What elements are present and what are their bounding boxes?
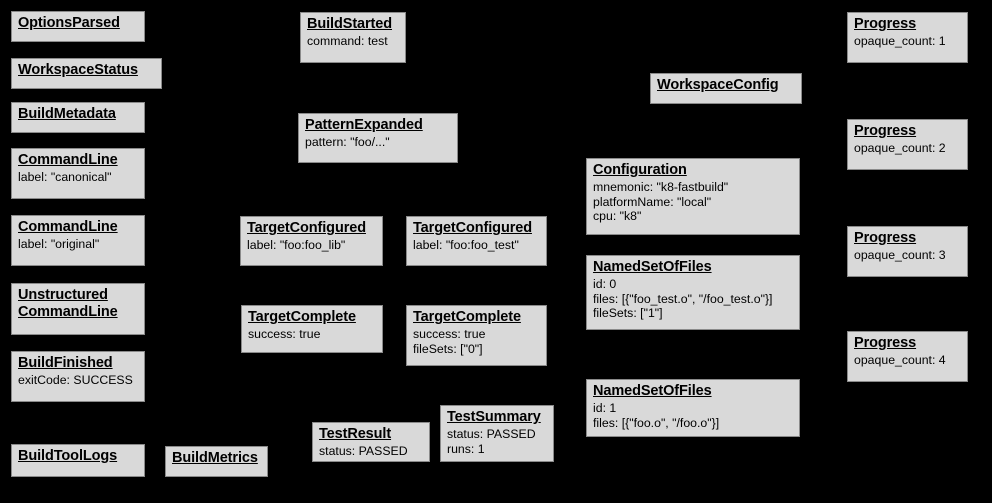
event-node-field: cpu: "k8" bbox=[593, 209, 642, 224]
event-node-field: label: "foo:foo_test" bbox=[413, 238, 519, 253]
event-node-field: opaque_count: 3 bbox=[854, 248, 946, 263]
event-node-fields: opaque_count: 1 bbox=[854, 34, 961, 49]
event-node-title: NamedSetOfFiles bbox=[593, 383, 712, 399]
event-node-title: TargetConfigured bbox=[413, 220, 532, 236]
event-node-title: BuildStarted bbox=[307, 16, 393, 32]
event-node-field: platformName: "local" bbox=[593, 194, 712, 209]
event-node-field: status: PASSED bbox=[447, 427, 536, 442]
event-node-build-metadata[interactable]: BuildMetadata bbox=[11, 102, 145, 133]
event-node-fields: exitCode: SUCCESS bbox=[18, 373, 138, 388]
event-node-field: id: 1 bbox=[593, 401, 617, 416]
event-node-title: WorkspaceStatus bbox=[18, 62, 138, 78]
event-node-title: CommandLine bbox=[18, 219, 118, 235]
event-node-progress-1[interactable]: Progress opaque_count: 1 bbox=[847, 12, 968, 63]
event-node-field: label: "original" bbox=[18, 237, 100, 252]
event-node-title: BuildMetrics bbox=[172, 450, 258, 466]
event-node-title: BuildMetadata bbox=[18, 106, 116, 122]
event-node-target-configured-foo-test[interactable]: TargetConfigured label: "foo:foo_test" bbox=[406, 216, 547, 266]
event-node-field: files: [{"foo.o", "/foo.o"}] bbox=[593, 415, 720, 430]
event-node-fields: success: true bbox=[248, 327, 376, 342]
event-node-field: exitCode: SUCCESS bbox=[18, 373, 133, 388]
event-node-title: TargetComplete bbox=[413, 309, 521, 325]
event-node-title: TestResult bbox=[319, 426, 392, 442]
event-node-progress-3[interactable]: Progress opaque_count: 3 bbox=[847, 226, 968, 277]
event-node-field: label: "canonical" bbox=[18, 170, 112, 185]
event-node-field: opaque_count: 4 bbox=[854, 353, 946, 368]
event-node-target-configured-foo-lib[interactable]: TargetConfigured label: "foo:foo_lib" bbox=[240, 216, 383, 266]
event-node-workspace-config[interactable]: WorkspaceConfig bbox=[650, 73, 802, 104]
event-node-title: NamedSetOfFiles bbox=[593, 259, 712, 275]
event-node-field: success: true bbox=[413, 327, 486, 342]
event-node-progress-4[interactable]: Progress opaque_count: 4 bbox=[847, 331, 968, 382]
event-node-field: command: test bbox=[307, 34, 388, 49]
event-node-options-parsed[interactable]: OptionsParsed bbox=[11, 11, 145, 42]
event-node-title: OptionsParsed bbox=[18, 15, 120, 31]
event-node-field: files: [{"foo_test.o", "/foo_test.o"}] bbox=[593, 291, 773, 306]
event-node-title: TargetComplete bbox=[248, 309, 356, 325]
event-node-command-line-canonical[interactable]: CommandLine label: "canonical" bbox=[11, 148, 145, 199]
event-node-fields: label: "canonical" bbox=[18, 170, 138, 185]
event-node-fields: label: "original" bbox=[18, 237, 138, 252]
event-node-fields: status: PASSED bbox=[319, 444, 423, 459]
event-node-unstructured-command-line[interactable]: Unstructured CommandLine bbox=[11, 283, 145, 335]
event-node-field: fileSets: ["0"] bbox=[413, 341, 483, 356]
event-node-title: TargetConfigured bbox=[247, 220, 366, 236]
event-node-field: mnemonic: "k8-fastbuild" bbox=[593, 180, 729, 195]
event-node-build-metrics[interactable]: BuildMetrics bbox=[165, 446, 268, 477]
event-node-title: Unstructured CommandLine bbox=[18, 287, 118, 321]
event-node-title: BuildFinished bbox=[18, 355, 113, 371]
event-node-field: id: 0 bbox=[593, 277, 617, 292]
event-node-workspace-status[interactable]: WorkspaceStatus bbox=[11, 58, 162, 89]
event-node-target-complete-foo-lib[interactable]: TargetComplete success: true bbox=[241, 305, 383, 353]
event-node-fields: opaque_count: 2 bbox=[854, 141, 961, 156]
event-node-configuration[interactable]: Configuration mnemonic: "k8-fastbuild"pla… bbox=[586, 158, 800, 235]
event-node-title: Configuration bbox=[593, 162, 687, 178]
event-node-field: success: true bbox=[248, 327, 321, 342]
event-node-field: pattern: "foo/..." bbox=[305, 135, 390, 150]
event-node-test-result[interactable]: TestResult status: PASSED bbox=[312, 422, 430, 462]
event-node-field: status: PASSED bbox=[319, 444, 408, 459]
event-node-title: Progress bbox=[854, 123, 917, 139]
event-node-fields: opaque_count: 4 bbox=[854, 353, 961, 368]
event-node-fields: pattern: "foo/..." bbox=[305, 135, 451, 150]
event-node-fields: command: test bbox=[307, 34, 399, 49]
event-node-field: label: "foo:foo_lib" bbox=[247, 238, 346, 253]
event-node-title: TestSummary bbox=[447, 409, 541, 425]
event-node-fields: label: "foo:foo_test" bbox=[413, 238, 540, 253]
event-node-title: CommandLine bbox=[18, 152, 118, 168]
event-node-field: opaque_count: 2 bbox=[854, 141, 946, 156]
event-node-pattern-expanded[interactable]: PatternExpanded pattern: "foo/..." bbox=[298, 113, 458, 163]
event-node-fields: mnemonic: "k8-fastbuild"platformName: "l… bbox=[593, 180, 793, 224]
event-node-fields: opaque_count: 3 bbox=[854, 248, 961, 263]
event-node-command-line-original[interactable]: CommandLine label: "original" bbox=[11, 215, 145, 266]
event-node-title: Progress bbox=[854, 230, 917, 246]
event-node-title: WorkspaceConfig bbox=[657, 77, 779, 93]
event-node-progress-2[interactable]: Progress opaque_count: 2 bbox=[847, 119, 968, 170]
event-node-title: BuildToolLogs bbox=[18, 448, 118, 464]
event-node-title: Progress bbox=[854, 335, 917, 351]
event-node-fields: label: "foo:foo_lib" bbox=[247, 238, 376, 253]
event-node-field: runs: 1 bbox=[447, 441, 485, 456]
event-node-build-tool-logs[interactable]: BuildToolLogs bbox=[11, 444, 145, 477]
event-node-build-finished[interactable]: BuildFinished exitCode: SUCCESS bbox=[11, 351, 145, 402]
event-node-build-started[interactable]: BuildStarted command: test bbox=[300, 12, 406, 63]
event-node-field: fileSets: ["1"] bbox=[593, 306, 663, 321]
event-node-title: PatternExpanded bbox=[305, 117, 423, 133]
event-node-title: Progress bbox=[854, 16, 917, 32]
event-node-field: opaque_count: 1 bbox=[854, 34, 946, 49]
